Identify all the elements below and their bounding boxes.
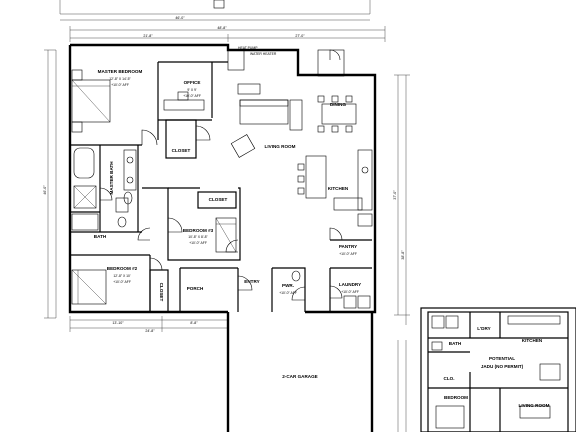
bottom-dimension-lines: 13'-10" 8'-8" 24'-8" xyxy=(69,316,229,333)
pantry-label: PANTRY xyxy=(339,244,357,249)
room-labels: MASTER BEDROOM 12'-8" X 14'-5" +10'-0" A… xyxy=(94,46,361,379)
bedroom2-ceiling: +10'-0" AFF xyxy=(113,280,131,284)
dim-left-run: 21'-8" xyxy=(143,34,153,38)
doors xyxy=(99,49,343,301)
master-bedroom-ceiling: +10'-0" AFF xyxy=(111,83,129,87)
interior-walls xyxy=(70,61,372,313)
exterior-walls xyxy=(68,43,377,432)
dining-label: DINING xyxy=(330,102,347,107)
right-dimension-lines: 37'-0" 38'-8" xyxy=(393,74,410,432)
inset-jadu: JADU (NO PERMIT) xyxy=(481,364,524,369)
master-bedroom-label: MASTER BEDROOM xyxy=(98,69,143,74)
pwr-label: PWR. xyxy=(282,283,294,288)
bedroom3-label: BEDROOM #3 xyxy=(183,228,214,233)
inset-living: LIVING ROOM xyxy=(519,403,550,408)
fixtures xyxy=(71,49,373,309)
pantry-ceiling: +10'-0" AFF xyxy=(339,252,357,256)
master-bath-label: MASTER BATH xyxy=(109,161,114,195)
inset-bath: BATH xyxy=(449,341,462,346)
dim-left-depth: 46'-0" xyxy=(43,185,47,195)
office-label: OFFICE xyxy=(184,80,201,85)
heat-pump-note: HEAT PUMP xyxy=(238,46,258,50)
left-dimension-lines: 46'-0" xyxy=(43,49,57,319)
kitchen-label: KITCHEN xyxy=(328,186,349,191)
laundry-label: LAUNDRY xyxy=(339,282,361,287)
dim-right-depth-2: 38'-8" xyxy=(401,250,405,260)
bedroom3-size: 10'-8" X 8'-8" xyxy=(188,235,208,239)
dim-bottom-a: 13'-10" xyxy=(112,321,124,325)
inset-potential: POTENTIAL xyxy=(489,356,515,361)
inset-plan: L'DRY KITCHEN BATH POTENTIAL JADU (NO PE… xyxy=(420,307,576,432)
bedroom2-label: BEDROOM #2 xyxy=(107,266,138,271)
dim-right-depth: 37'-0" xyxy=(393,190,397,200)
dim-bottom-c: 24'-8" xyxy=(145,329,155,333)
inset-kitchen: KITCHEN xyxy=(522,338,543,343)
office-ceiling: +10'-0" AFF xyxy=(183,94,201,98)
office-size: 9' X 9' xyxy=(187,88,197,92)
pwr-ceiling: +10'-0" AFF xyxy=(279,291,297,295)
master-bedroom-size: 12'-8" X 14'-5" xyxy=(109,77,131,81)
living-room-label: LIVING ROOM xyxy=(265,144,296,149)
bath-label: BATH xyxy=(94,234,107,239)
porch-label: PORCH xyxy=(187,286,204,291)
inset-ldry: L'DRY xyxy=(477,326,490,331)
dim-right-run: 27'-0" xyxy=(295,34,305,38)
top-dimension-lines: 46'-0" 48'-8" 21'-8" 27'-0" xyxy=(59,0,386,42)
garage-label: 2-CAR GARAGE xyxy=(282,374,317,379)
water-heater-note: WATER HEATER xyxy=(250,52,277,56)
closet-bed3-label: CLOSET xyxy=(209,197,228,202)
dim-total-width: 48'-8" xyxy=(217,26,227,30)
bedroom2-size: 12'-8" X 10' xyxy=(113,274,131,278)
dim-bottom-b: 8'-8" xyxy=(190,321,198,325)
inset-clo: CLO. xyxy=(444,376,455,381)
closet-bed2-label: CLOSET xyxy=(159,283,164,302)
inset-bedroom: BEDROOM xyxy=(444,395,468,400)
entry-label: ENTRY xyxy=(244,279,259,284)
laundry-ceiling: +10'-0" AFF xyxy=(341,290,359,294)
closet-office-label: CLOSET xyxy=(172,148,191,153)
dim-top: 46'-0" xyxy=(175,16,185,20)
bedroom3-ceiling: +10'-0" AFF xyxy=(189,241,207,245)
